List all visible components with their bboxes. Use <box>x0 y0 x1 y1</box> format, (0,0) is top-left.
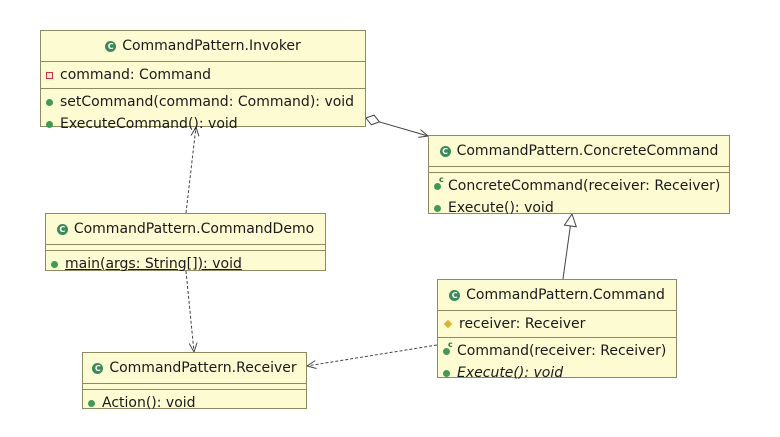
class-name: CommandPattern.Command <box>466 287 665 303</box>
constructor-icon <box>443 341 453 355</box>
method-row[interactable]: ExecuteCommand(): void <box>41 113 365 135</box>
class-icon: C <box>105 40 117 52</box>
public-method-icon <box>88 399 95 407</box>
method-text: setCommand(command: Command): void <box>60 94 355 110</box>
method-row[interactable]: Execute(): void <box>438 362 676 384</box>
method-text: Command(receiver: Receiver) <box>457 343 667 359</box>
class-concrete-command[interactable]: C CommandPattern.ConcreteCommand Concret… <box>428 135 730 216</box>
class-receiver[interactable]: C CommandPattern.Receiver Action(): void <box>82 352 307 411</box>
public-method-icon <box>434 204 441 212</box>
public-method-icon <box>51 260 58 268</box>
method-text: Execute(): void <box>448 200 554 216</box>
aggregation-line <box>379 121 429 137</box>
method-row[interactable]: Execute(): void <box>429 197 729 219</box>
public-method-icon <box>46 120 53 128</box>
public-method-icon <box>46 98 53 106</box>
method-row[interactable]: ConcreteCommand(receiver: Receiver) <box>429 175 729 197</box>
class-command-demo[interactable]: C CommandPattern.CommandDemo main(args: … <box>45 213 326 272</box>
fields-compartment: receiver: Receiver <box>438 311 676 338</box>
class-header: C CommandPattern.Command <box>438 280 676 311</box>
method-text: main(args: String[]): void <box>65 256 242 272</box>
field-text: command: Command <box>60 67 211 83</box>
field-row[interactable]: command: Command <box>41 64 365 86</box>
class-invoker[interactable]: C CommandPattern.Invoker command: Comman… <box>40 30 366 132</box>
class-command[interactable]: C CommandPattern.Command receiver: Recei… <box>437 279 677 381</box>
constructor-icon <box>434 176 444 190</box>
class-header: C CommandPattern.Invoker <box>41 31 365 62</box>
class-icon: C <box>449 289 461 301</box>
class-icon: C <box>439 145 451 157</box>
generalization-line <box>562 225 571 280</box>
class-icon: C <box>92 362 104 374</box>
aggregation-diamond <box>365 114 381 126</box>
methods-compartment: Command(receiver: Receiver) Execute(): v… <box>438 338 676 386</box>
class-name: CommandPattern.Receiver <box>109 360 297 376</box>
private-field-icon <box>46 71 53 79</box>
methods-compartment: ConcreteCommand(receiver: Receiver) Exec… <box>429 173 729 221</box>
method-text: Execute(): void <box>457 365 564 381</box>
dependency-line <box>306 344 438 367</box>
generalization-triangle <box>563 212 578 228</box>
dependency-line <box>185 270 195 353</box>
method-text: ExecuteCommand(): void <box>60 116 238 132</box>
class-header: C CommandPattern.CommandDemo <box>46 214 325 245</box>
dependency-arrowhead <box>305 360 317 369</box>
fields-compartment: command: Command <box>41 62 365 89</box>
method-text: ConcreteCommand(receiver: Receiver) <box>448 178 721 194</box>
class-header: C CommandPattern.ConcreteCommand <box>429 136 729 167</box>
methods-compartment: setCommand(command: Command): void Execu… <box>41 89 365 137</box>
dependency-line <box>185 126 197 214</box>
class-name: CommandPattern.Invoker <box>122 38 301 54</box>
class-header: C CommandPattern.Receiver <box>83 353 306 384</box>
public-method-icon <box>443 369 450 377</box>
methods-compartment: Action(): void <box>83 390 306 416</box>
method-row[interactable]: setCommand(command: Command): void <box>41 91 365 113</box>
method-row[interactable]: main(args: String[]): void <box>46 253 325 275</box>
fields-compartment <box>46 245 325 251</box>
class-icon: C <box>56 223 68 235</box>
method-row[interactable]: Action(): void <box>83 392 306 414</box>
fields-compartment <box>429 167 729 173</box>
methods-compartment: main(args: String[]): void <box>46 251 325 277</box>
protected-field-icon <box>443 319 453 329</box>
class-name: CommandPattern.CommandDemo <box>73 221 315 237</box>
method-row[interactable]: Command(receiver: Receiver) <box>438 340 676 362</box>
method-text: Action(): void <box>102 395 196 411</box>
dependency-arrowhead <box>190 125 200 137</box>
field-text: receiver: Receiver <box>459 316 586 332</box>
fields-compartment <box>83 384 306 390</box>
class-name: CommandPattern.ConcreteCommand <box>456 143 719 159</box>
field-row[interactable]: receiver: Receiver <box>438 313 676 335</box>
